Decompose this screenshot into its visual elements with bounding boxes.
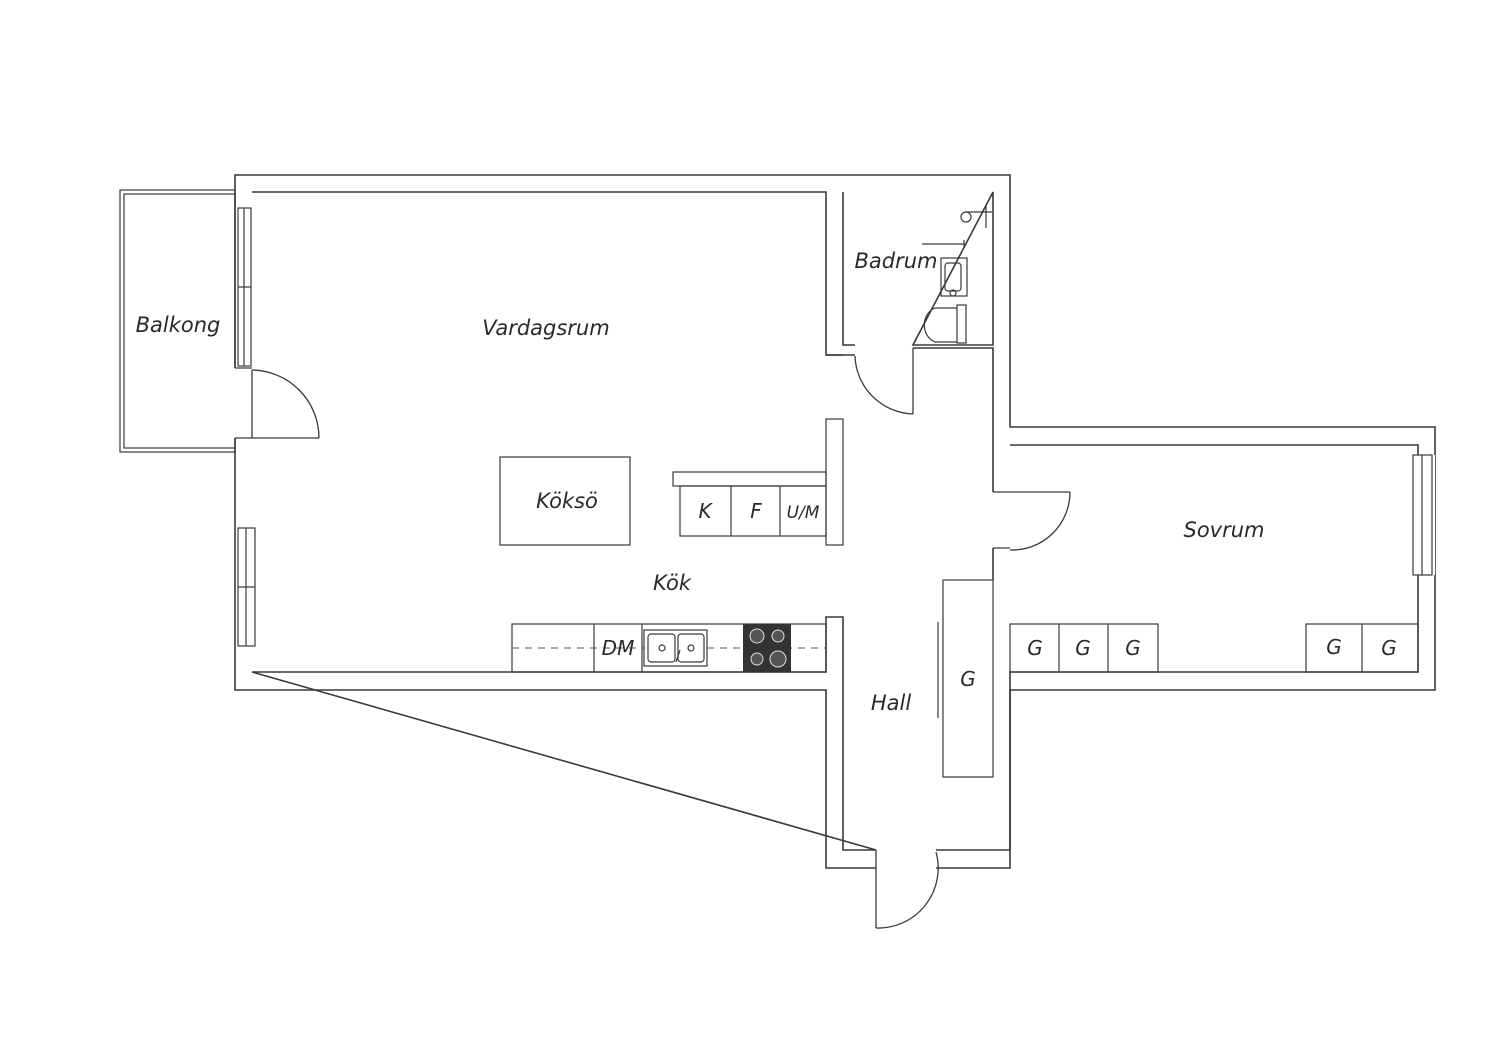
- sink-icon: [643, 629, 708, 667]
- washbasin-icon: [940, 257, 968, 297]
- bathroom-door: [854, 348, 914, 415]
- label-fridge: K: [698, 499, 713, 523]
- label-freezer: F: [750, 499, 762, 523]
- label-wardrobe-4: G: [1326, 635, 1342, 659]
- label-wardrobe-5: G: [1381, 636, 1397, 660]
- balcony-door: [234, 367, 320, 439]
- kitchen-counter-top: [672, 471, 827, 487]
- entrance-door: [875, 849, 939, 929]
- tall-cabinets: [679, 485, 827, 537]
- label-wardrobe-hall: G: [960, 667, 976, 691]
- kitchen-partition: [825, 418, 844, 546]
- shower-icon: [922, 205, 992, 248]
- hall-wardrobe: [937, 579, 994, 778]
- window-living-upper: [236, 207, 252, 367]
- label-dishwasher: DM: [602, 636, 635, 660]
- stove-icon: [743, 624, 791, 672]
- label-kitchen-island: Köksö: [536, 489, 598, 513]
- bedroom-wardrobes-left: [1009, 623, 1159, 673]
- toilet-icon: [923, 304, 967, 344]
- label-wardrobe-1: G: [1027, 636, 1043, 660]
- label-wardrobe-3: G: [1125, 636, 1141, 660]
- label-bathroom: Badrum: [854, 249, 937, 273]
- label-balcony: Balkong: [136, 313, 221, 337]
- label-living-room: Vardagsrum: [482, 316, 609, 340]
- label-bedroom: Sovrum: [1183, 518, 1264, 542]
- balcony-railing: [123, 193, 236, 449]
- label-hall: Hall: [871, 691, 911, 715]
- inner-wall: [251, 191, 1419, 851]
- bedroom-door: [993, 491, 1071, 551]
- bedroom-wardrobes-right: [1305, 623, 1419, 673]
- kitchen-island: [499, 456, 631, 546]
- window-living-lower: [236, 527, 256, 647]
- label-wardrobe-2: G: [1075, 636, 1091, 660]
- label-kitchen: Kök: [653, 571, 692, 595]
- window-bedroom: [1412, 454, 1435, 576]
- bathroom-wall: [842, 191, 994, 346]
- label-oven-micro: U/M: [787, 503, 820, 523]
